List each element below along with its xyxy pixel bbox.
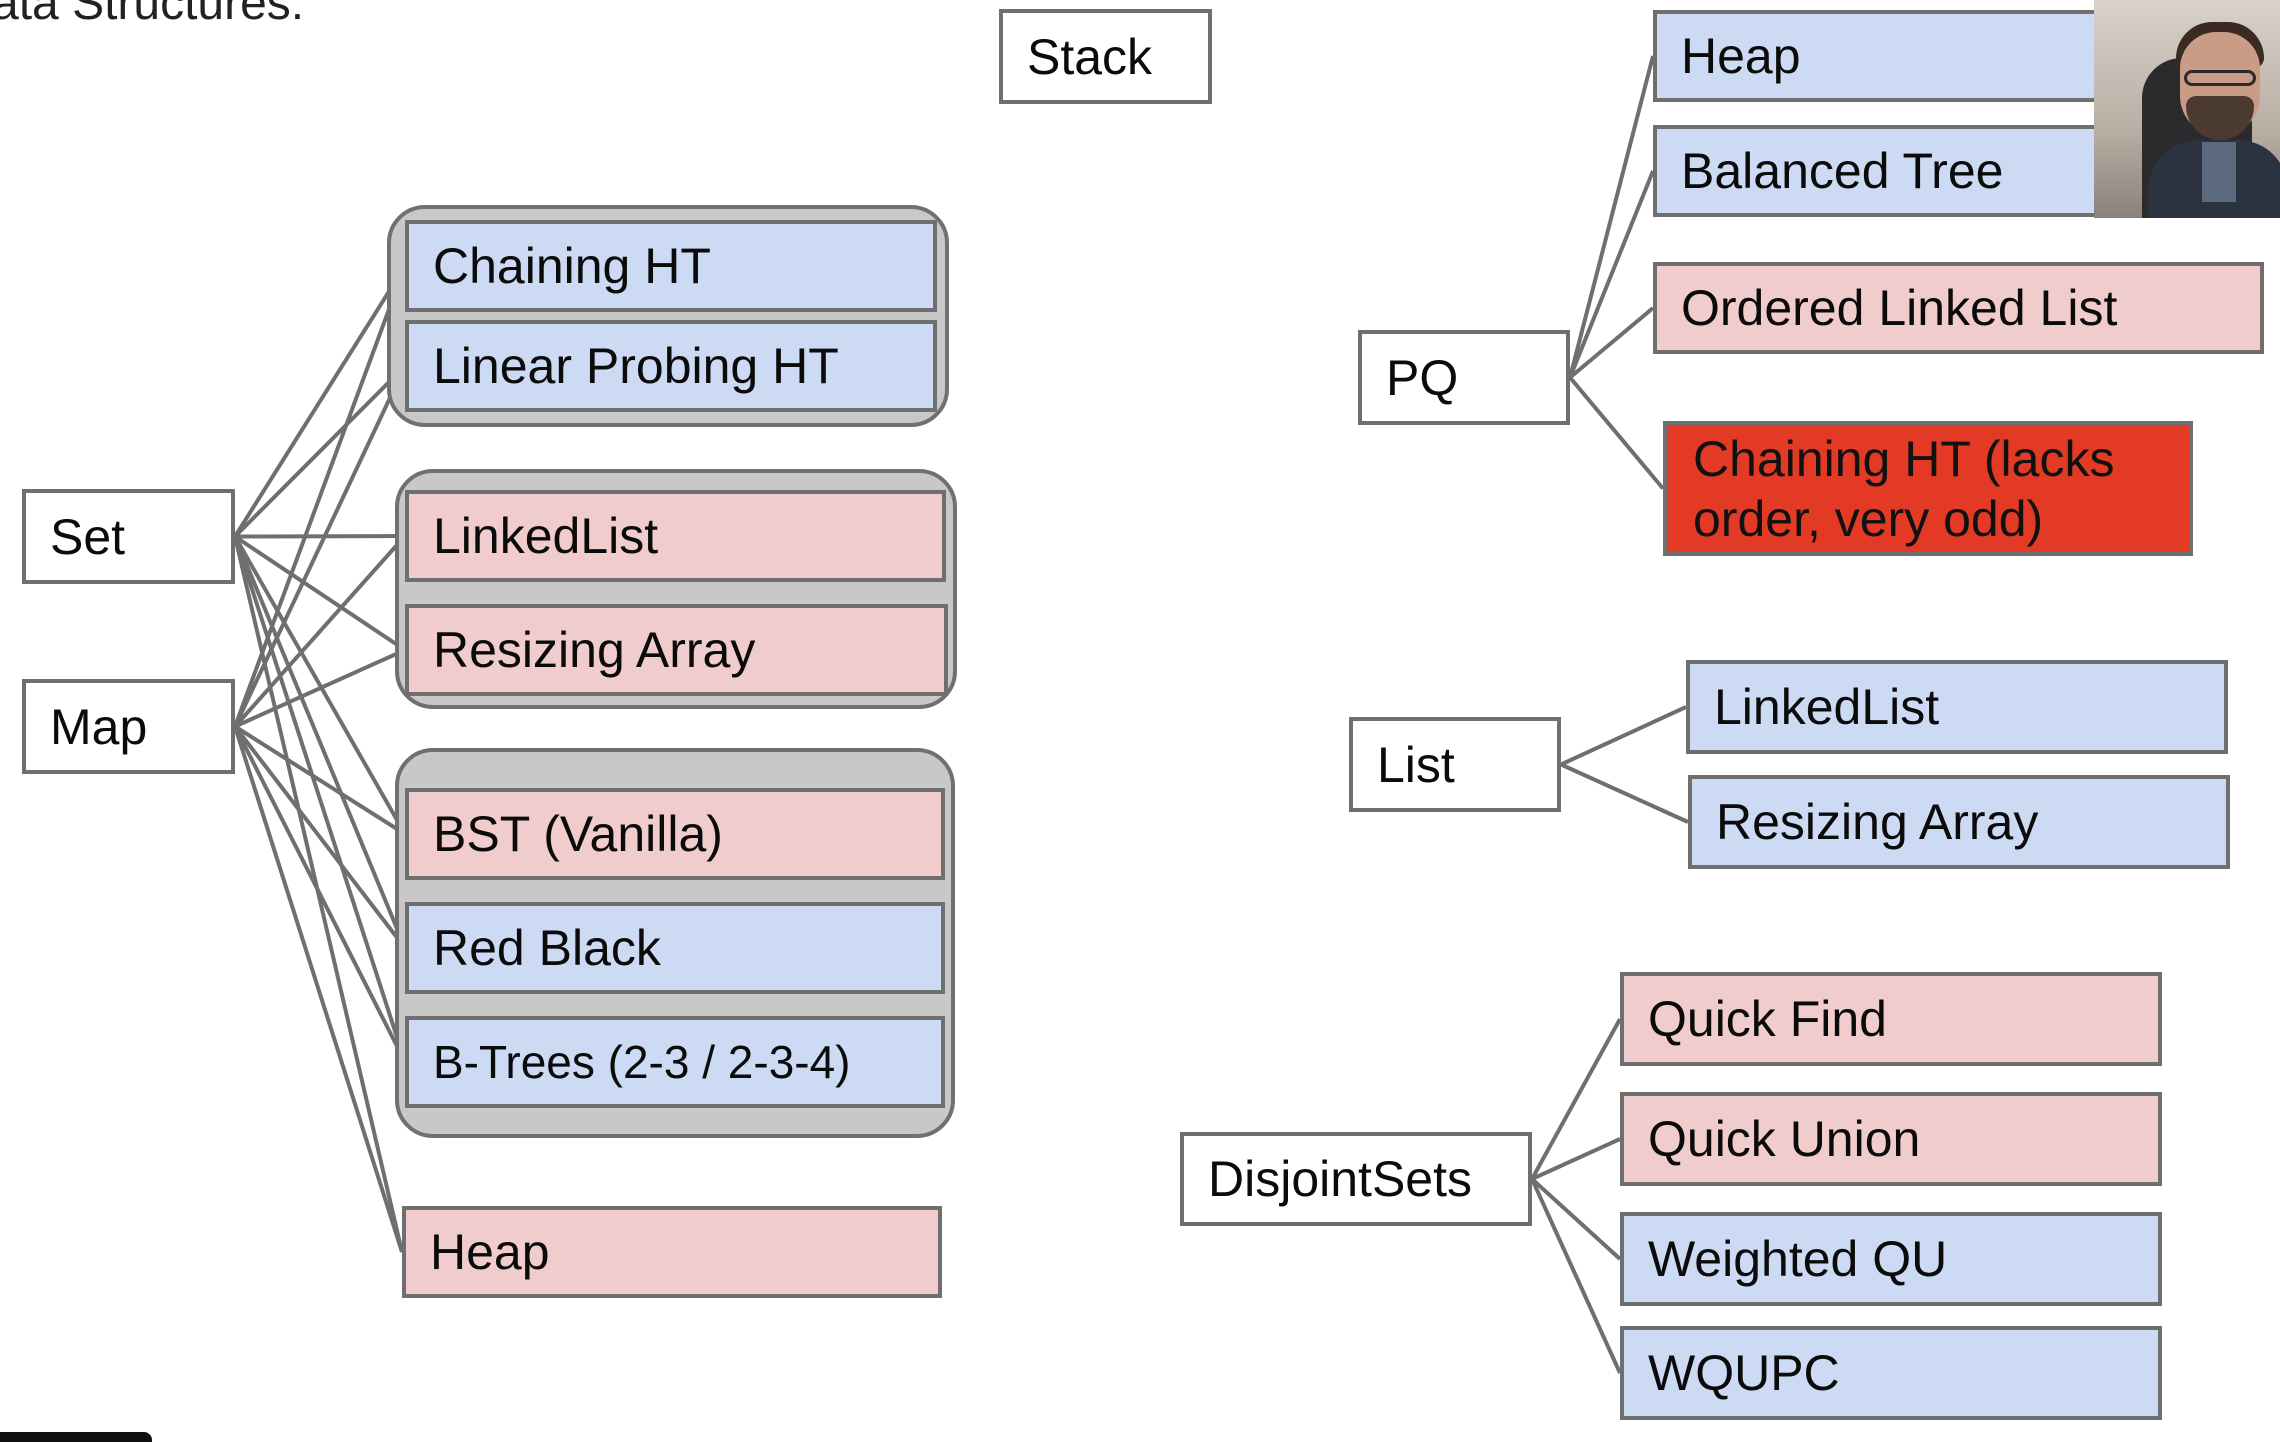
node-quick-union: Quick Union <box>1620 1092 2162 1186</box>
node-heap: Heap <box>402 1206 942 1298</box>
node-chaining-ht-pq: Chaining HT (lacks order, very odd) <box>1663 421 2193 556</box>
edge-list-to-resizing_array_right <box>1560 762 1689 824</box>
edge-map-to-linkedlist_left <box>233 534 407 728</box>
edge-set-to-red_black <box>233 535 407 949</box>
edge-list-to-linkedlist_right <box>1560 705 1687 767</box>
node-disjointsets: DisjointSets <box>1180 1132 1532 1226</box>
node-set: Set <box>22 489 235 584</box>
node-list: List <box>1349 717 1561 812</box>
edge-pq-to-balanced_tree <box>1568 170 1655 379</box>
edge-map-to-chaining_ht <box>233 265 407 728</box>
edge-map-to-heap_left <box>233 725 404 1253</box>
node-map: Map <box>22 679 235 774</box>
edge-pq-to-ordered_linked_list <box>1568 306 1655 380</box>
edge-pq-to-chaining_ht_pq <box>1568 376 1665 490</box>
node-linear-probing-ht: Linear Probing HT <box>405 320 937 412</box>
node-weighted-qu: Weighted QU <box>1620 1212 2162 1306</box>
node-resizing-array-list: Resizing Array <box>1688 775 2230 869</box>
node-red-black: Red Black <box>405 902 945 994</box>
node-linkedlist: LinkedList <box>405 490 946 582</box>
edge-disjointsets-to-wqupc <box>1530 1178 1622 1374</box>
edge-map-to-b_trees <box>233 725 407 1063</box>
node-pq: PQ <box>1358 330 1570 425</box>
edge-map-to-linear_probing_ht <box>233 365 407 728</box>
edge-set-to-chaining_ht <box>233 264 407 538</box>
node-quick-find: Quick Find <box>1620 972 2162 1066</box>
edge-set-to-linear_probing_ht <box>233 364 407 538</box>
slide-title: ata Structures: <box>0 0 305 30</box>
edge-pq-to-heap_pq <box>1568 55 1655 378</box>
node-ordered-linked-list: Ordered Linked List <box>1653 262 2264 354</box>
edge-map-to-bst_vanilla <box>233 724 407 836</box>
edge-set-to-b_trees <box>233 535 407 1063</box>
edge-disjointsets-to-quick_union <box>1531 1137 1621 1181</box>
edge-disjointsets-to-weighted_qu <box>1530 1177 1622 1261</box>
edge-map-to-resizing_array_left <box>234 648 406 729</box>
node-heap-pq: Heap <box>1653 10 2113 102</box>
node-bst-vanilla: BST (Vanilla) <box>405 788 945 880</box>
node-chaining-ht: Chaining HT <box>405 220 937 312</box>
edge-set-to-resizing_array_left <box>233 534 407 652</box>
edge-set-to-bst_vanilla <box>233 535 407 835</box>
webcam-video-overlay <box>2094 0 2280 218</box>
node-wqupc: WQUPC <box>1620 1326 2162 1420</box>
edge-disjointsets-to-quick_find <box>1530 1018 1622 1180</box>
edge-map-to-red_black <box>233 725 407 950</box>
node-b-trees: B-Trees (2-3 / 2-3-4) <box>405 1016 945 1108</box>
corner-tab <box>0 1432 152 1442</box>
edge-set-to-linkedlist_left <box>234 534 406 539</box>
node-resizing-array: Resizing Array <box>405 604 948 696</box>
node-stack: Stack <box>999 9 1212 104</box>
node-linkedlist-list: LinkedList <box>1686 660 2228 754</box>
node-balanced-tree: Balanced Tree <box>1653 125 2113 217</box>
